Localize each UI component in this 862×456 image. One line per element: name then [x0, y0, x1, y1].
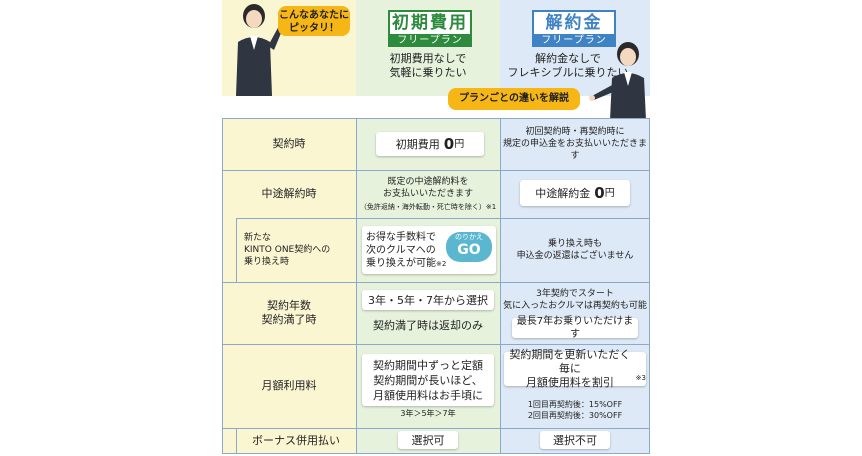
row-label-cancellation: 中途解約時 [261, 187, 317, 200]
plan1-subtitle: フリープラン [388, 34, 472, 47]
speech-bubble-right: プランごとの違いを解説 [448, 88, 580, 110]
plan2-bonus-box: 選択不可 [540, 431, 610, 449]
row-divider [222, 428, 650, 429]
plan2-monthly-text: 契約期間を更新いただく毎に 月額使用料を割引 [509, 348, 631, 389]
plan2-monthly-mark: ※3 [635, 374, 646, 382]
comparison-table: 契約時 初期費用 0 円 初回契約時・再契約時に 規定の申込金をお支払いいただき… [222, 118, 650, 454]
plan2-term-text-b: 最長7年お乗りいただけます [516, 316, 634, 340]
plan1-bonus-text: 選択可 [411, 433, 445, 447]
plan2-monthly-box: 契約期間を更新いただく毎に 月額使用料を割引 ※3 [504, 348, 646, 389]
plan2-cancellation-box: 中途解約金 0 円 [520, 180, 630, 206]
table-border-left [222, 118, 223, 454]
plan1-bonus-box: 選択可 [398, 431, 458, 449]
column-divider [500, 118, 501, 454]
speech-bubble-left: こんなあなたに ピッタリ！ [278, 6, 350, 36]
column-divider [356, 118, 357, 454]
table-border-top [222, 118, 650, 119]
plan2-description: 解約金なしで フレキシブルに乗りたい [507, 52, 629, 79]
bubble-left-text: こんなあなたに ピッタリ！ [279, 10, 349, 34]
row-label-contract: 契約時 [272, 137, 306, 150]
plan2-contract-text: 初回契約時・再契約時に 規定の申込金をお支払いいただきます [502, 127, 647, 161]
logo-bottom-text: GO [457, 242, 481, 258]
row-label-monthly-fee: 月額利用料 [261, 379, 317, 392]
plan2-title: 解約金 [532, 10, 616, 36]
plan2-term-box-b: 最長7年お乗りいただけます [512, 316, 638, 340]
plan2-cancellation-unit: 円 [604, 187, 615, 199]
plan1-initial-fee-box: 初期費用 0 円 [376, 132, 484, 156]
norikae-go-logo: のりかえ GO [446, 232, 492, 262]
logo-top-text: のりかえ [455, 233, 483, 241]
row-label-term: 契約年数 契約満了時 [261, 299, 317, 326]
row-label-switch: 新たな KINTO ONE契約への 乗り換え時 [236, 218, 356, 282]
plan2-cancellation-value: 0 [594, 184, 605, 202]
plan2-switch-text: 乗り換え時も 申込金の返還はございません [516, 239, 634, 261]
plan1-term-box-a: 3年・5年・7年から選択 [362, 290, 494, 310]
row-divider [236, 218, 650, 219]
row-divider [222, 170, 650, 171]
plan1-switch-box: お得な手数料で 次のクルマへの 乗り換えが可能 ※2 のりかえ GO [362, 226, 496, 274]
row-label-bonus: ボーナス併用払い [252, 434, 340, 447]
plan1-switch-text: お得な手数料で 次のクルマへの 乗り換えが可能 [366, 231, 436, 269]
plan1-description: 初期費用なしで 気軽に乗りたい [389, 52, 467, 79]
plan1-initial-fee-value: 0 [443, 135, 455, 153]
plan2-monthly-note: 1回目再契約後：15%OFF 2回目再契約後：30%OFF [527, 400, 623, 420]
row-divider [222, 344, 650, 345]
row-label-switch-text: 新たな KINTO ONE契約への 乗り換え時 [244, 233, 331, 267]
plan2-subtitle: フリープラン [532, 34, 616, 47]
plan1-monthly-text: 契約期間中ずっと定額 契約期間が長いほど、 月額使用料はお手頃に [373, 358, 483, 402]
plan2-term-text-a: 3年契約でスタート 気に入ったおクルマは再契約も可能 [503, 289, 647, 311]
plan1-term-text-a: 3年・5年・7年から選択 [368, 293, 488, 307]
plan1-cancellation-cell: 既定の中途解約料を お支払いいただきます （免許返納・海外転勤・死亡時を除く）※… [356, 170, 500, 218]
plan2-column [500, 118, 650, 454]
presenter-woman-right-icon [589, 42, 646, 120]
plan1-term-text-b: 契約満了時は返却のみ [373, 319, 483, 332]
plan1-initial-fee-label: 初期費用 [395, 137, 440, 151]
table-border-bottom [222, 453, 650, 454]
plan1-monthly-note: 3年＞5年＞7年 [400, 408, 456, 418]
plan1-switch-note: ※2 [436, 260, 447, 268]
subrow-indent-line [236, 428, 237, 454]
plan2-cancellation-label: 中途解約金 [535, 186, 591, 200]
plan1-initial-fee-unit: 円 [454, 138, 465, 150]
plan1-cancellation-note: （免許返納・海外転勤・死亡時を除く）※1 [359, 203, 497, 211]
plan1-monthly-box: 契約期間中ずっと定額 契約期間が長いほど、 月額使用料はお手頃に [362, 354, 494, 406]
plan1-title: 初期費用 [388, 10, 472, 36]
table-border-right [649, 118, 650, 454]
bubble-right-text: プランごとの違いを解説 [459, 93, 569, 104]
subrow-indent-line [236, 218, 237, 282]
label-column [222, 118, 356, 454]
plan2-bonus-text: 選択不可 [553, 433, 597, 447]
plan1-cancellation-text: 既定の中途解約料を お支払いいただきます [382, 177, 473, 199]
row-divider [222, 282, 650, 283]
